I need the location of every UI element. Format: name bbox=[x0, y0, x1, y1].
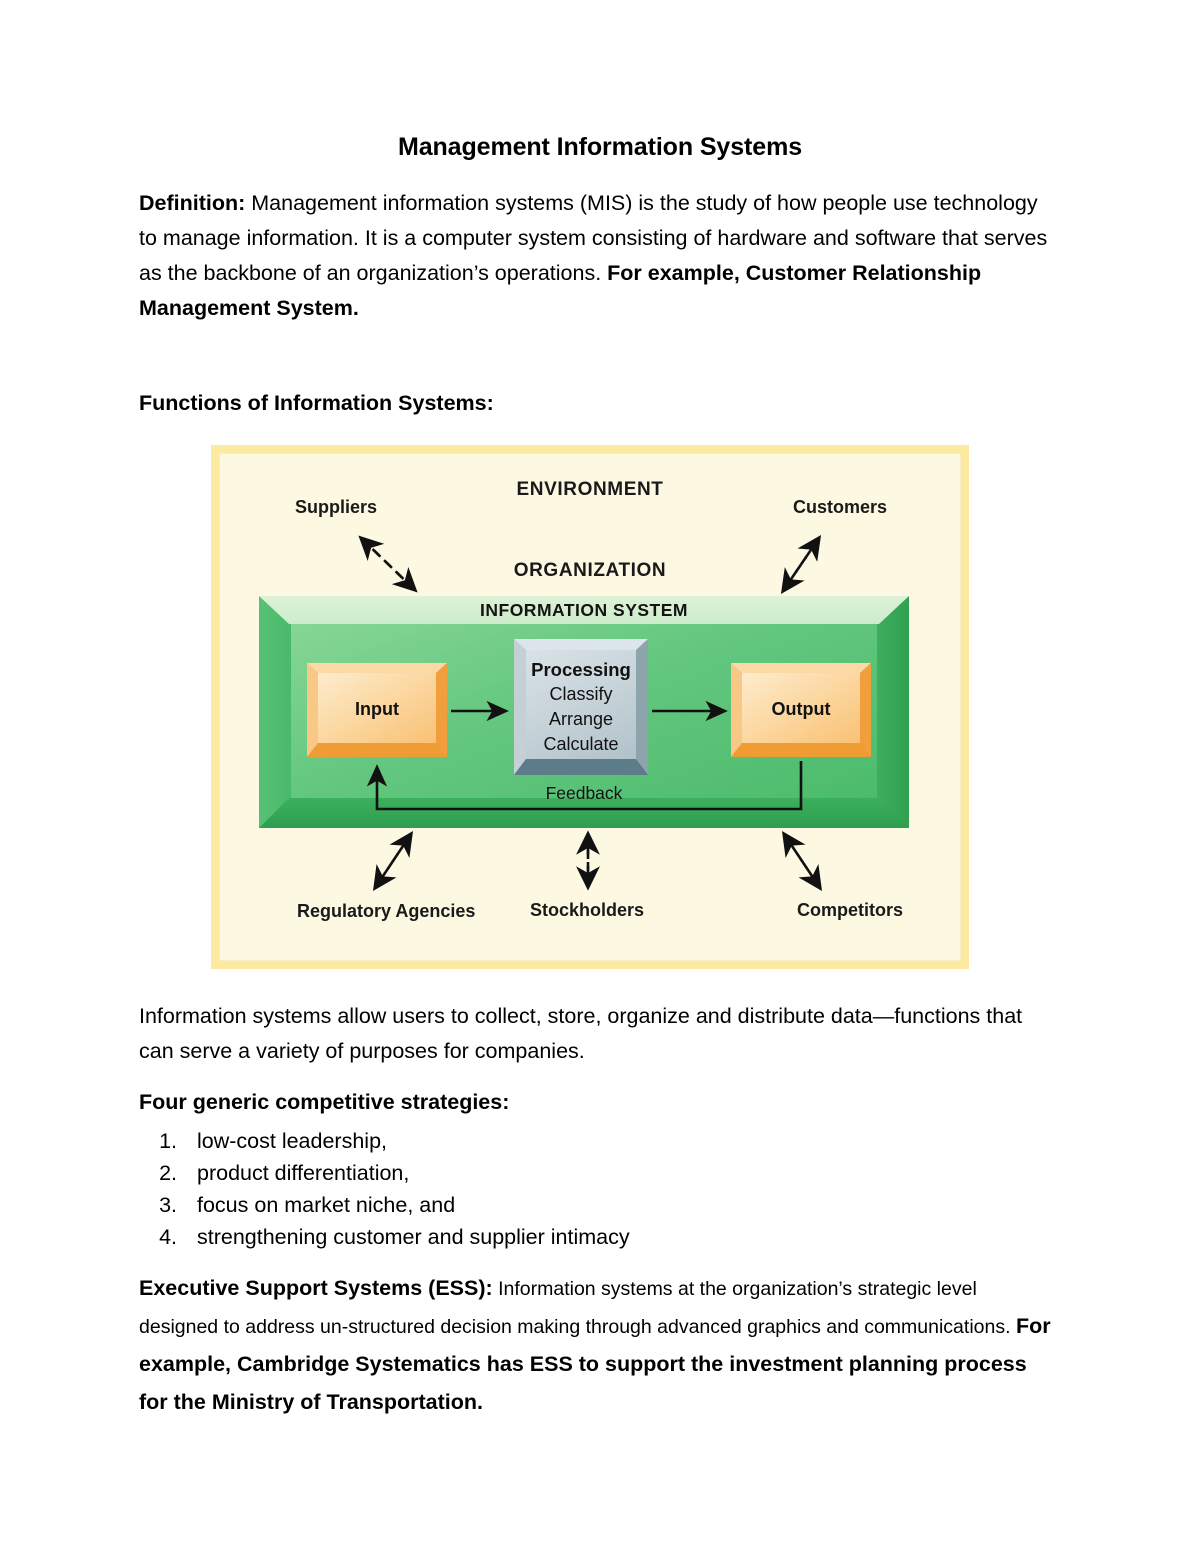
output-bevel-bottom bbox=[731, 743, 871, 757]
after-figure-paragraph: Information systems allow users to colle… bbox=[139, 1004, 1023, 1063]
spacer bbox=[139, 969, 1061, 999]
definition-lead: Definition: bbox=[139, 191, 246, 215]
spacer bbox=[139, 1254, 1061, 1270]
document-body: Management Information Systems Definitio… bbox=[139, 132, 1061, 1422]
strategies-list: low-cost leadership, product differentia… bbox=[139, 1126, 1061, 1253]
figure-label-organization: ORGANIZATION bbox=[513, 560, 667, 581]
output-bevel-top bbox=[731, 663, 871, 673]
figure-label-competitors: Competitors bbox=[796, 900, 903, 920]
system-bevel-right bbox=[877, 596, 909, 828]
figure-label-feedback: Feedback bbox=[545, 783, 623, 803]
definition-paragraph: Definition: Management information syste… bbox=[139, 186, 1061, 326]
output-box-inner bbox=[742, 673, 860, 743]
processing-bevel-bottom bbox=[514, 759, 648, 775]
processing-bevel-left bbox=[514, 639, 526, 775]
ess-lead: Executive Support Systems (ESS): bbox=[139, 1276, 493, 1300]
list-item: low-cost leadership, bbox=[183, 1126, 1061, 1157]
figure-label-environment: ENVIRONMENT bbox=[516, 479, 664, 500]
definition-body: Management information systems (MIS) is … bbox=[139, 191, 1048, 285]
figure-label-suppliers: Suppliers bbox=[295, 497, 378, 517]
system-bevel-top bbox=[259, 596, 909, 624]
list-item: product differentiation, bbox=[183, 1158, 1061, 1189]
figure-label-stockholders: Stockholders bbox=[529, 900, 645, 920]
figure-label-regulatory-agencies: Regulatory Agencies bbox=[297, 901, 476, 921]
processing-text: Processing Classify Arrange Calculate bbox=[514, 657, 648, 757]
processing-bevel-right bbox=[636, 639, 648, 775]
ess-bold-tail: For example, Cambridge Systematics has E… bbox=[139, 1314, 1051, 1414]
processing-title: Processing bbox=[531, 659, 631, 680]
output-bevel-right bbox=[860, 663, 871, 757]
ess-body: Information systems at the organization’… bbox=[139, 1278, 1016, 1338]
input-bevel-bottom bbox=[307, 743, 447, 757]
spacer bbox=[139, 326, 1061, 386]
page-title: Management Information Systems bbox=[397, 133, 803, 161]
list-item: strengthening customer and supplier inti… bbox=[183, 1222, 1061, 1253]
node-processing: Processing Classify Arrange Calculate bbox=[514, 639, 648, 775]
input-label: Input bbox=[355, 699, 399, 719]
information-system-diagram: ENVIRONMENT ORGANIZATION Suppliers Custo… bbox=[211, 445, 969, 969]
input-box-inner bbox=[318, 673, 436, 743]
output-label: Output bbox=[771, 699, 831, 719]
node-output: Output bbox=[731, 663, 871, 757]
processing-step-classify: Classify bbox=[549, 684, 613, 704]
figure-label-customers: Customers bbox=[792, 497, 887, 517]
ess-paragraph: Executive Support Systems (ESS): Informa… bbox=[139, 1270, 1061, 1422]
figure-label-information-system: INFORMATION SYSTEM bbox=[480, 600, 688, 620]
system-bevel-left bbox=[259, 596, 291, 828]
functions-heading: Functions of Information Systems: bbox=[139, 391, 494, 415]
processing-bevel-top bbox=[514, 639, 648, 650]
strategies-heading: Four generic competitive strategies: bbox=[139, 1090, 510, 1114]
spacer bbox=[139, 1069, 1061, 1085]
definition-bold-tail: For example, Customer Relationship Manag… bbox=[139, 261, 982, 320]
processing-step-arrange: Arrange bbox=[548, 709, 614, 729]
node-input: Input bbox=[307, 663, 447, 757]
output-bevel-left bbox=[731, 663, 742, 757]
input-bevel-right bbox=[436, 663, 447, 757]
processing-step-calculate: Calculate bbox=[543, 734, 619, 754]
list-item: focus on market niche, and bbox=[183, 1190, 1061, 1221]
input-bevel-left bbox=[307, 663, 318, 757]
input-bevel-top bbox=[307, 663, 447, 673]
processing-box-inner bbox=[526, 650, 636, 759]
